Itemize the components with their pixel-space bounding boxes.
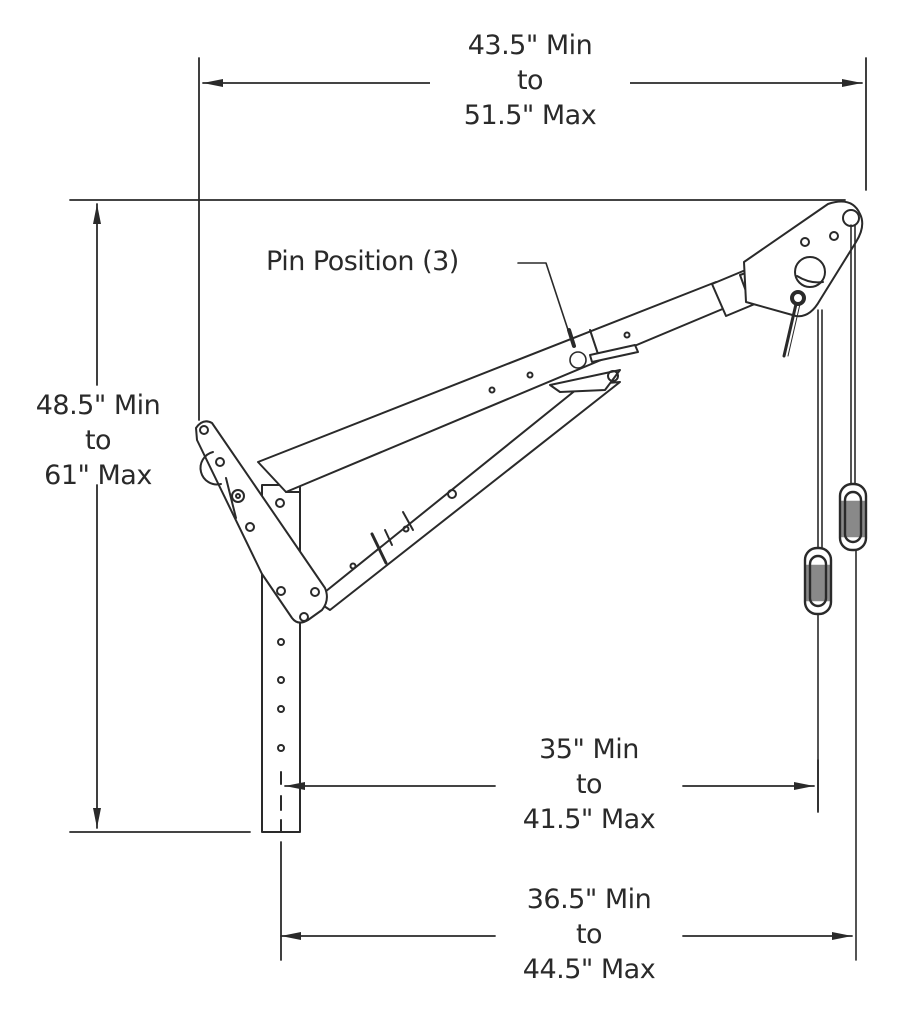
dimension-to-text: to [575,919,603,950]
dimension-max-value: 44.5" Max [522,954,656,985]
dimension-max-value: 41.5" Max [522,804,656,835]
dimension-label-outer-reach: 36.5" Min to 44.5" Max [496,882,682,987]
dimension-label-top-reach: 43.5" Min to 51.5" Max [430,28,630,133]
dimension-label-inner-reach: 35" Min to 41.5" Max [496,732,682,837]
pin-position-leader [517,262,587,369]
dimension-max-value: 61" Max [44,460,152,491]
dimension-min-value: 35" Min [539,734,639,765]
dimension-to-text: to [516,65,544,96]
pin-icon [569,351,587,369]
cables [817,224,857,961]
dimension-min-value: 36.5" Min [526,884,652,915]
boom-head-plate [743,200,864,358]
dimension-outer-reach [280,841,853,961]
dimension-top-reach [198,57,867,421]
dimension-min-value: 48.5" Min [35,390,161,421]
snap-hook-left [803,546,833,616]
dimension-inner-reach [284,759,819,813]
brace-strut [314,344,639,611]
snap-hook-right [838,482,868,552]
dimension-to-text: to [575,769,603,800]
dimension-label-height: 48.5" Min to 61" Max [18,388,178,493]
dimension-min-value: 43.5" Min [467,30,593,61]
dimension-to-text: to [84,425,112,456]
mast-head-plate [195,420,328,624]
dimension-height [69,199,846,833]
pin-position-label: Pin Position (3) [266,246,459,277]
dimension-max-value: 51.5" Max [463,100,597,131]
